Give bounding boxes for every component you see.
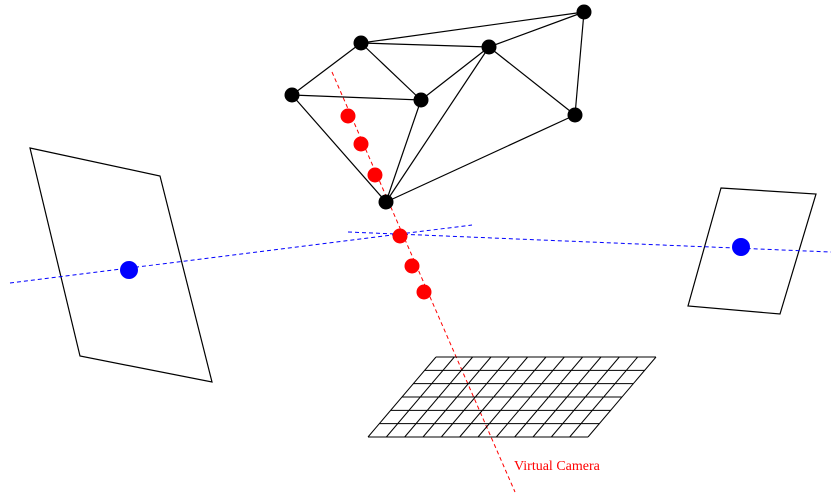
grid-line [477, 356, 547, 438]
grid-line [587, 356, 657, 438]
mesh-vertices [284, 4, 592, 210]
grid-line [569, 356, 639, 438]
grid-line [422, 356, 492, 438]
mesh-vertex [378, 194, 394, 210]
mesh-vertex [353, 35, 369, 51]
mesh-vertex [567, 107, 583, 123]
grid-line [514, 356, 584, 438]
ray-sample-point [392, 228, 408, 244]
mesh-vertex [413, 92, 429, 108]
right-image-plane [687, 187, 817, 315]
grid-line [367, 356, 437, 438]
grid-line [404, 356, 474, 438]
mesh-vertex [576, 4, 592, 20]
grid-line [440, 356, 510, 438]
grid-line [532, 356, 602, 438]
virtual-camera-grid [367, 356, 657, 438]
ray-sample-point [404, 258, 420, 274]
ray-samples [340, 108, 432, 300]
left-image-plane [29, 147, 213, 383]
grid-line [495, 356, 565, 438]
grid-line [385, 356, 455, 438]
right-camera-center [732, 238, 750, 256]
mesh-vertex [481, 39, 497, 55]
ray-sample-point [340, 108, 356, 124]
mesh-vertex [284, 87, 300, 103]
mesh-edges [291, 11, 585, 203]
ray-sample-point [416, 284, 432, 300]
ray-sample-point [367, 167, 383, 183]
grid-line [459, 356, 529, 438]
right-baseline [347, 231, 831, 253]
virtual-camera-label: Virtual Camera [514, 459, 601, 474]
left-camera-center [120, 261, 138, 279]
ray-sample-point [353, 136, 369, 152]
virtual-camera-ray [331, 71, 516, 493]
grid-line [550, 356, 620, 438]
